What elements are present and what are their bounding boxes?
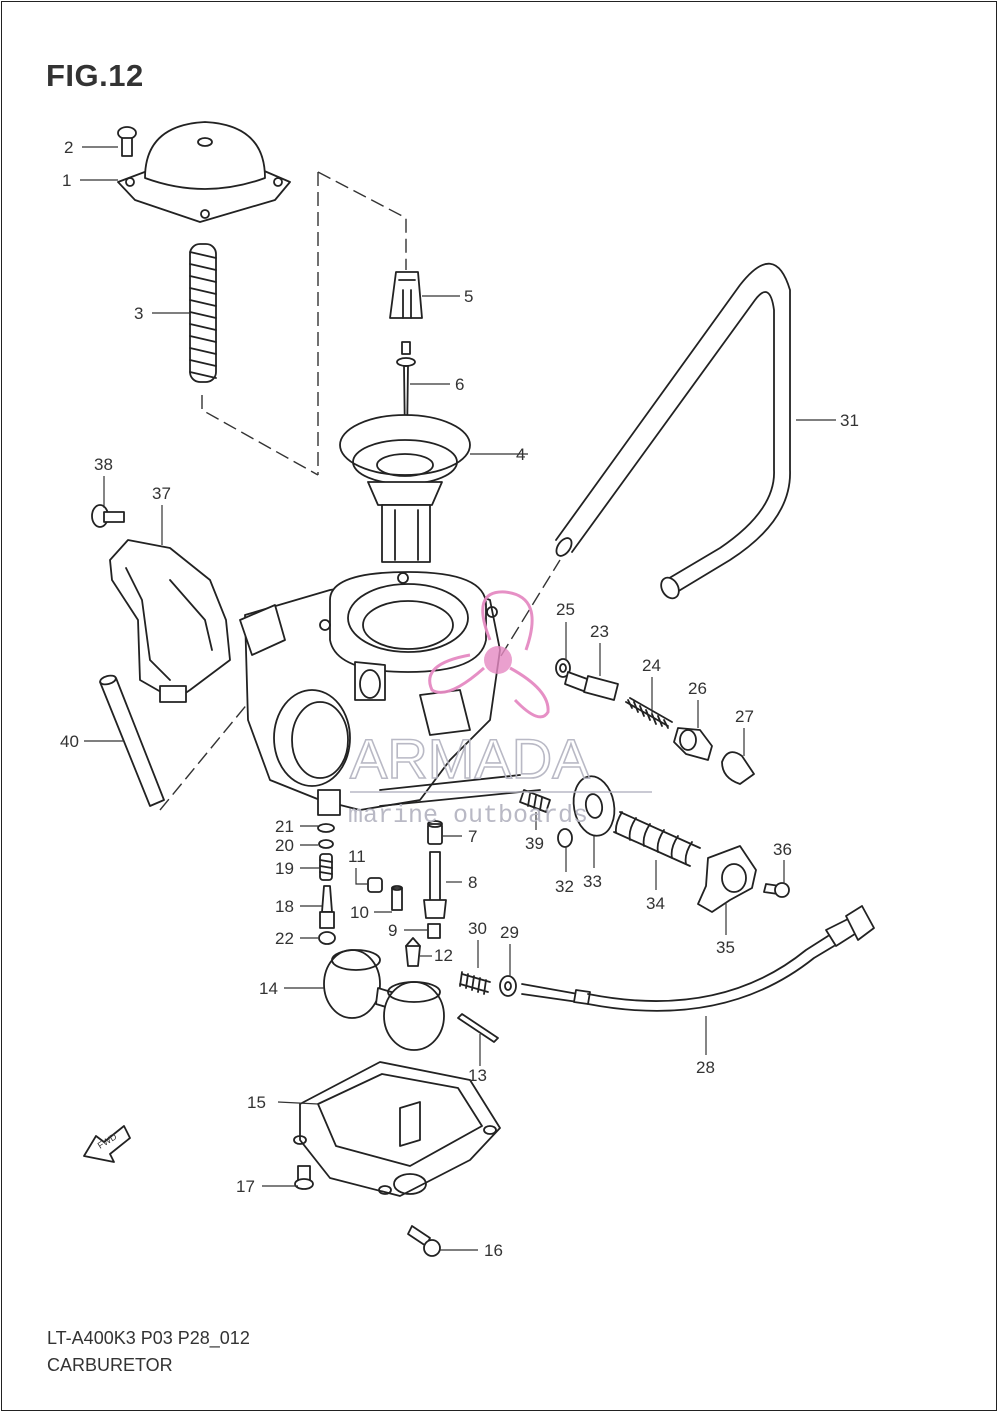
callout-39: 39 [525,834,544,853]
callout-33: 33 [583,872,602,891]
part-20-washer [318,839,334,849]
part-34-spring [613,811,701,867]
callout-12: 12 [434,946,453,965]
callout-27: 27 [735,707,754,726]
callout-1: 1 [62,171,71,190]
part-40-tube [99,674,165,807]
part-23-plunger [564,671,619,701]
part-27-cap [721,751,755,785]
callout-20: 20 [275,836,294,855]
callout-7: 7 [468,827,477,846]
callout-18: 18 [275,897,294,916]
callout-37: 37 [152,484,171,503]
part-19-spring [319,853,333,881]
propeller-logo-icon [428,590,550,719]
armada-watermark: ARMADA marine outboards [348,590,652,830]
part-1-top-cover [117,121,291,223]
callout-38: 38 [94,455,113,474]
leader-lines [80,146,836,1251]
figure-title: FIG.12 [46,58,144,93]
callout-30: 30 [468,919,487,938]
part-12-valve [405,937,421,967]
part-32-plug [557,828,573,848]
callout-40: 40 [60,732,79,751]
callout-3: 3 [134,304,143,323]
part-22-seal [318,931,336,945]
part-8-needle-jet [423,851,447,919]
figure-code: LT-A400K3 P03 P28_012 [47,1328,250,1348]
callout-31: 31 [840,411,859,430]
part-5-needle-holder [389,271,423,319]
part-10-jet [391,885,403,911]
callout-25: 25 [556,600,575,619]
part-3-spring [189,243,217,383]
callout-9: 9 [388,921,397,940]
part-30-spring [459,971,491,995]
part-18-screw [319,885,335,929]
callout-24: 24 [642,656,661,675]
part-35-cover [697,845,757,913]
watermark-brand: ARMADA [350,727,590,790]
callout-10: 10 [350,903,369,922]
callout-15: 15 [247,1093,266,1112]
part-37-throttle-bracket [109,539,231,703]
fwd-direction-arrow-icon: FWD [83,1125,131,1163]
callout-32: 32 [555,877,574,896]
callout-8: 8 [468,873,477,892]
callout-labels: 1 2 3 4 5 6 7 8 9 10 11 12 13 14 15 16 1… [60,138,859,1260]
callout-29: 29 [500,923,519,942]
part-24-spring [625,697,673,729]
part-26-nut [673,727,713,761]
part-36-screw [763,882,790,898]
callout-13: 13 [468,1066,487,1085]
part-39-screw [519,789,551,813]
callout-19: 19 [275,859,294,878]
part-38-screw [91,504,125,528]
callout-4: 4 [516,445,525,464]
part-4-diaphragm-piston [339,414,471,563]
part-28-throttle-cable [521,905,875,1012]
part-2-screw [117,126,137,157]
part-16-drain-screw [407,1225,441,1257]
callout-34: 34 [646,894,665,913]
part-31-vent-hose [555,262,791,600]
callout-14: 14 [259,979,278,998]
callout-5: 5 [464,287,473,306]
part-21-o-ring [317,823,335,833]
callout-2: 2 [64,138,73,157]
part-17-screw [294,1165,314,1190]
callout-26: 26 [688,679,707,698]
watermark-tagline: marine outboards [348,801,588,830]
part-33-diaphragm [572,775,616,837]
part-11-plug [367,877,383,893]
callout-21: 21 [275,817,294,836]
callout-35: 35 [716,938,735,957]
callout-28: 28 [696,1058,715,1077]
part-14-float [323,949,445,1051]
callout-17: 17 [236,1177,255,1196]
callout-22: 22 [275,929,294,948]
callout-16: 16 [484,1241,503,1260]
callout-36: 36 [773,840,792,859]
part-9-jet [427,923,441,939]
part-15-float-bowl [293,1061,501,1197]
callout-11: 11 [348,847,366,866]
part-13-float-pin [457,1013,499,1043]
carburetor-body [239,571,541,816]
figure-name: CARBURETOR [47,1355,173,1375]
callout-6: 6 [455,375,464,394]
part-7-jet [427,820,443,845]
callout-23: 23 [590,622,609,641]
part-25-o-ring [555,658,571,678]
part-29-washer [499,975,517,997]
